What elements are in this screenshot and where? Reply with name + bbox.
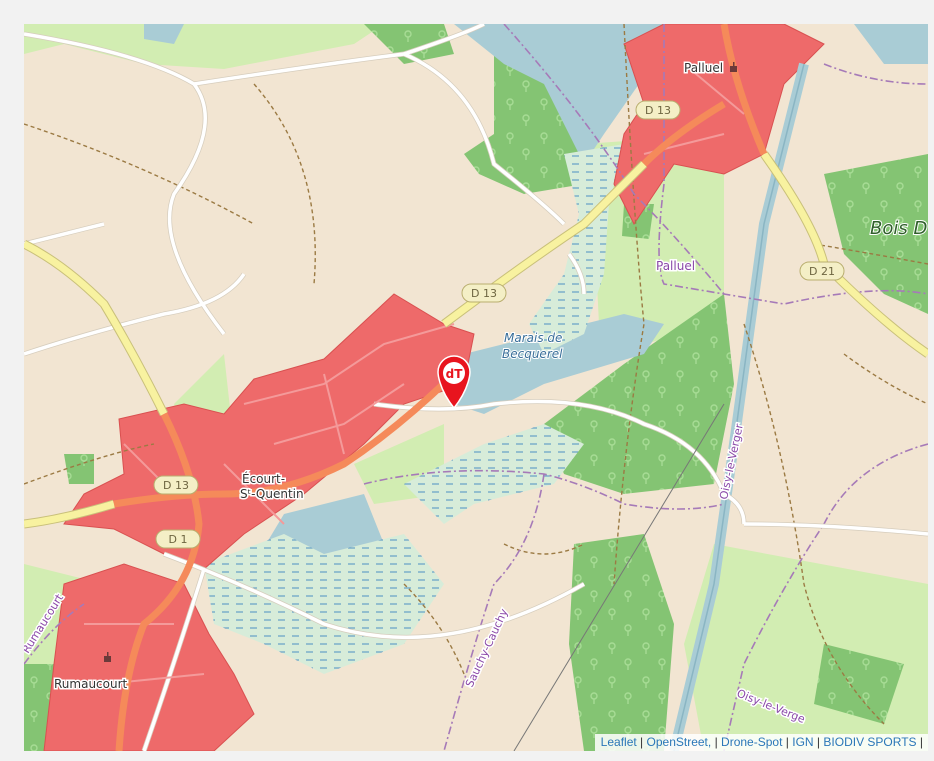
road-shield-d13-south: D 1 <box>155 529 201 549</box>
d13-through-towns <box>113 24 768 751</box>
road-shield-d13-center: D 13 <box>635 100 681 120</box>
road-shield-d13-west: D 13 <box>153 475 199 495</box>
place-label-palluel-field: Palluel <box>656 259 695 273</box>
attribution-separator: | <box>785 735 789 749</box>
attribution-biodiv-link[interactable]: BIODIV SPORTS <box>823 735 917 749</box>
marker-logo: dT <box>446 367 464 381</box>
church-icon <box>730 62 737 72</box>
church-icon <box>104 652 111 662</box>
attribution-separator: | <box>919 735 923 749</box>
dirt-tracks <box>24 24 928 725</box>
water-label-marais-line2: Becquerel <box>502 347 563 361</box>
attribution-leaflet-link[interactable]: Leaflet <box>600 735 637 749</box>
svg-text:D 13: D 13 <box>471 287 497 300</box>
road-shield-d13-north: D 13 <box>461 283 507 303</box>
local-roads <box>24 24 928 751</box>
marsh-areas <box>204 144 624 674</box>
attribution-drone-spot-link[interactable]: Drone-Spot <box>721 735 783 749</box>
attribution-openstreet-link[interactable]: OpenStreet, <box>646 735 712 749</box>
map-attribution: Leaflet | OpenStreet, | Drone-Spot | IGN… <box>594 734 928 751</box>
railway-line <box>513 403 725 751</box>
place-label-bois: Bois D <box>870 218 927 239</box>
road-shield-d21: D 21 <box>799 261 845 281</box>
water-label-marais-line1: Marais de <box>504 331 562 345</box>
attribution-separator: | <box>640 735 644 749</box>
svg-text:D 1: D 1 <box>169 533 188 546</box>
svg-text:D 13: D 13 <box>645 104 671 117</box>
place-label-palluel: Palluel <box>684 61 723 75</box>
svg-text:D 21: D 21 <box>809 265 835 278</box>
attribution-separator: | <box>714 735 718 749</box>
town-streets <box>84 63 745 685</box>
map-tiles[interactable]: D 13 D 13 D 13 D 1 D 21 Palluel Palluel … <box>24 24 928 751</box>
place-label-ecourt-line2: Sᵗ-Quentin <box>240 487 304 501</box>
svg-text:D 13: D 13 <box>163 479 189 492</box>
map-view[interactable]: D 13 D 13 D 13 D 1 D 21 Palluel Palluel … <box>24 24 928 751</box>
place-label-ecourt-line1: Écourt- <box>242 471 285 486</box>
place-label-rumaucourt: Rumaucourt <box>54 677 128 691</box>
attribution-ign-link[interactable]: IGN <box>792 735 814 749</box>
location-marker[interactable]: dT <box>437 355 471 410</box>
attribution-separator: | <box>816 735 821 749</box>
